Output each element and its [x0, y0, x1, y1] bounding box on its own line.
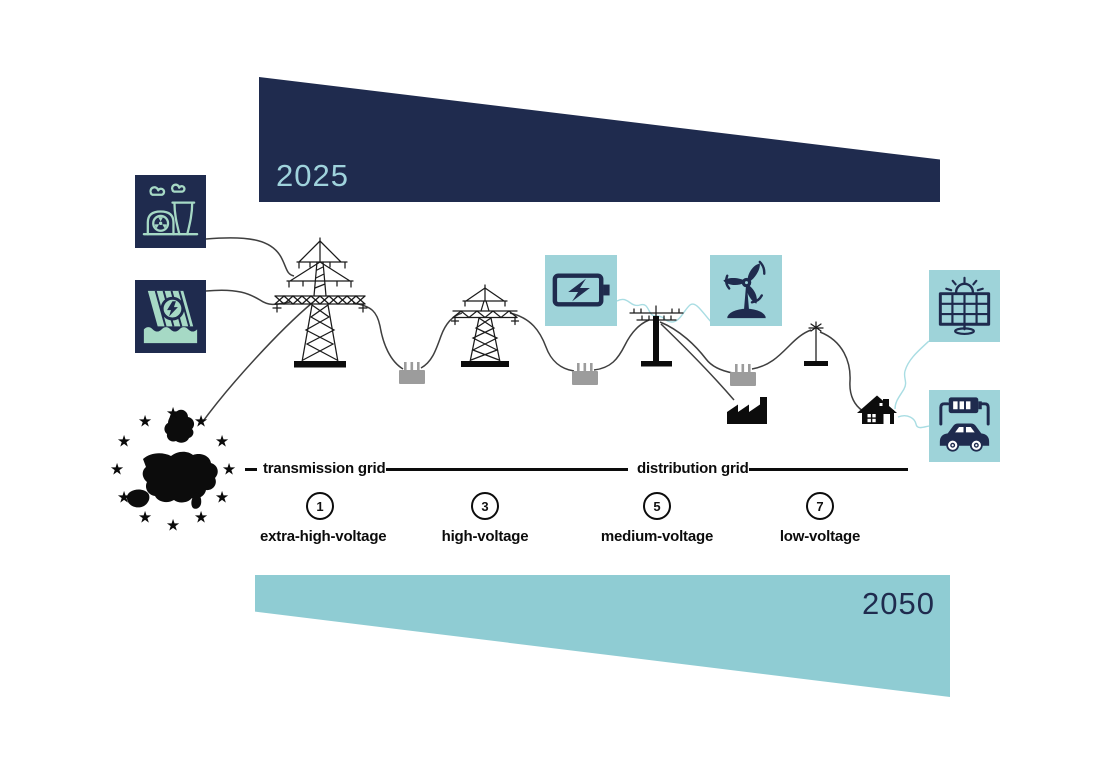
step-label: high-voltage: [441, 528, 529, 545]
step-number-badge: 3: [471, 492, 499, 520]
step-extra-high-voltage: 1 extra-high-voltage: [260, 492, 387, 545]
svg-text:★: ★: [194, 412, 208, 431]
factory-icon: [727, 397, 767, 424]
svg-text:★: ★: [117, 432, 131, 451]
svg-text:★: ★: [138, 412, 152, 431]
transmission-grid-label: transmission grid: [263, 460, 386, 477]
step-number-badge: 1: [306, 492, 334, 520]
power-lines: [200, 237, 864, 425]
svg-text:★: ★: [117, 488, 131, 507]
svg-text:★: ★: [194, 508, 208, 527]
step-number-badge: 5: [643, 492, 671, 520]
solar-panel-icon: [929, 270, 1000, 342]
svg-text:★: ★: [110, 460, 124, 479]
nuclear-power-plant-icon: [135, 175, 206, 248]
wind-turbine-icon: [710, 255, 782, 326]
section-divider-line-1: [386, 468, 628, 471]
transformer-2: [572, 363, 598, 385]
step-label: low-voltage: [779, 528, 861, 545]
eu-stars-europe-map-icon: ★ ★ ★ ★ ★ ★ ★ ★ ★ ★ ★ ★: [110, 404, 236, 535]
extra-high-voltage-pylon: [272, 237, 368, 368]
svg-text:★: ★: [138, 508, 152, 527]
svg-text:★: ★: [222, 460, 236, 479]
step-low-voltage: 7 low-voltage: [760, 492, 880, 545]
svg-text:★: ★: [215, 432, 229, 451]
step-label: medium-voltage: [600, 528, 714, 545]
step-high-voltage: 3 high-voltage: [425, 492, 545, 545]
step-label: extra-high-voltage: [260, 528, 387, 545]
svg-text:★: ★: [166, 516, 180, 535]
low-voltage-pole: [804, 321, 828, 366]
hydroelectric-dam-icon: [135, 280, 206, 353]
transformer-1: [399, 362, 425, 384]
transformer-3: [730, 364, 756, 386]
step-medium-voltage: 5 medium-voltage: [597, 492, 717, 545]
distribution-grid-label: distribution grid: [637, 460, 749, 477]
svg-text:★: ★: [215, 488, 229, 507]
high-voltage-pylon: [450, 284, 520, 367]
low-voltage-lines: [616, 298, 930, 429]
house-icon: [857, 395, 897, 424]
electric-vehicle-charging-icon: [929, 390, 1000, 462]
step-number-badge: 7: [806, 492, 834, 520]
section-divider-line-2: [749, 468, 908, 471]
battery-storage-icon: [545, 255, 617, 326]
year-2025-label: 2025: [276, 158, 349, 193]
year-2050-label: 2050: [862, 586, 935, 621]
transmission-grid-dash: [245, 468, 257, 471]
svg-text:★: ★: [166, 404, 180, 423]
medium-voltage-pole: [629, 305, 684, 367]
